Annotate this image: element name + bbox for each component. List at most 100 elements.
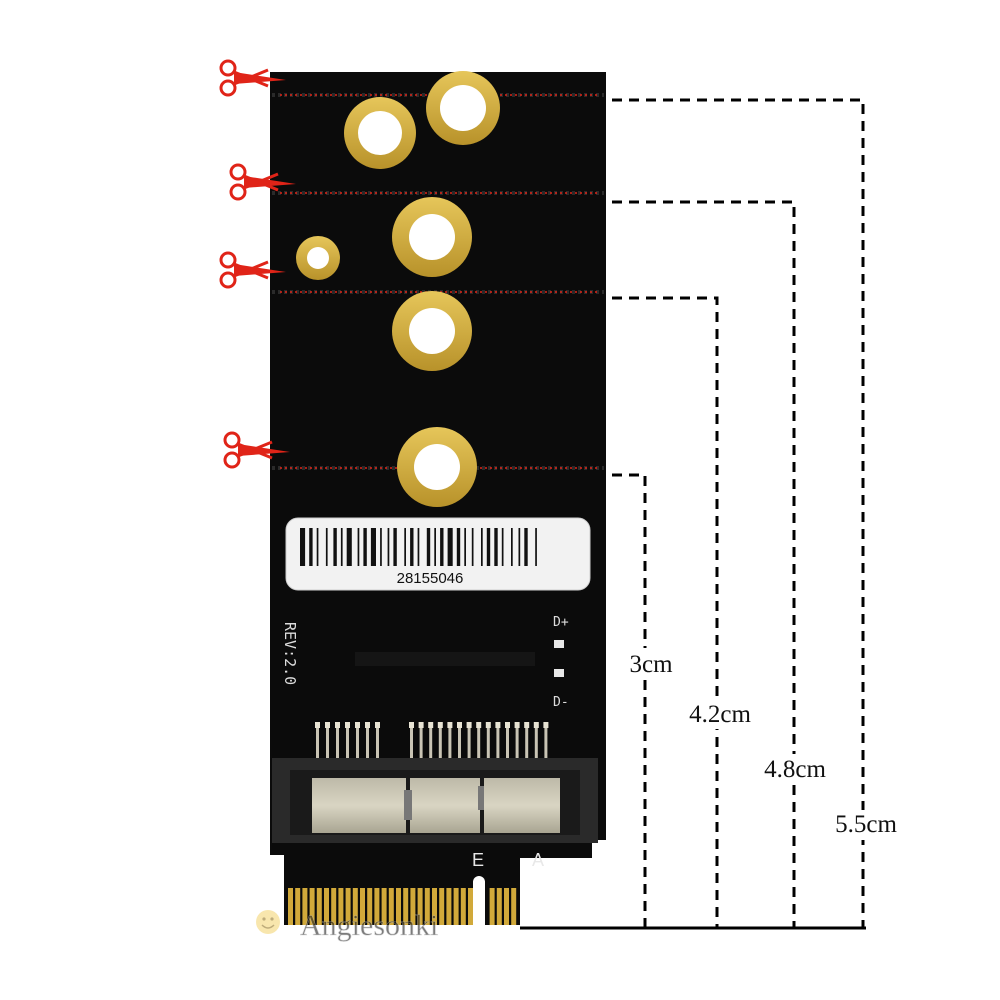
barcode-bar <box>346 528 352 566</box>
connector-pin <box>496 722 500 766</box>
barcode-bar <box>410 528 414 566</box>
barcode-bar <box>387 528 390 566</box>
connector-pin <box>448 722 452 766</box>
barcode-bar <box>535 528 537 566</box>
gold-finger <box>324 888 329 925</box>
connector-pin <box>326 722 329 766</box>
gold-finger <box>331 888 337 925</box>
dimension-labels: 3cm 4.2cm 4.8cm 5.5cm <box>618 648 908 840</box>
barcode-bar <box>363 528 367 566</box>
barcode-bar <box>393 528 397 566</box>
gold-finger <box>352 888 358 925</box>
smiley-icon <box>256 910 280 934</box>
connector-pin <box>336 722 339 766</box>
barcode-bar <box>440 528 444 566</box>
gold-finger <box>432 888 437 925</box>
dimension-label-4-2cm: 4.2cm <box>689 701 751 728</box>
connector-pin <box>438 722 442 766</box>
mounting-holes <box>296 71 500 507</box>
gold-finger <box>345 888 351 925</box>
connector-pin <box>486 722 490 766</box>
barcode-bar <box>333 528 337 566</box>
connector-pin <box>458 722 461 766</box>
barcode-bar <box>404 528 406 566</box>
barcode-bar <box>325 528 328 566</box>
gold-finger <box>453 888 459 925</box>
gold-finger <box>316 888 322 925</box>
key-notch-e <box>473 876 485 925</box>
connector-pin <box>366 722 369 766</box>
connector-pin <box>419 722 423 766</box>
pad-plus-label: D+ <box>553 615 569 630</box>
gold-finger <box>439 888 445 925</box>
barcode-bar <box>501 528 504 566</box>
dimension-line-3cm <box>612 473 647 928</box>
gold-finger <box>360 888 365 925</box>
perforation-lines <box>272 93 604 470</box>
gold-finger <box>367 888 373 925</box>
connector-pin <box>544 722 548 766</box>
barcode-bar <box>481 528 483 566</box>
barcode-bar <box>426 528 431 566</box>
gold-finger <box>374 888 380 925</box>
gold-finger <box>460 888 466 925</box>
gold-finger <box>295 888 301 925</box>
pad-minus-label: D- <box>553 695 569 710</box>
connector-pin <box>356 722 359 766</box>
revision-label: REV:2.0 <box>281 622 299 685</box>
barcode-bar <box>434 528 436 566</box>
connector-pin <box>376 722 379 766</box>
pcb-board: 28155046 REV:2.0 D+ D- E A <box>270 71 606 925</box>
gold-finger <box>309 888 315 925</box>
connector-pins <box>315 722 549 766</box>
barcode-bar <box>316 528 319 566</box>
gold-finger <box>424 888 430 925</box>
key-letter-a: A <box>532 850 544 870</box>
dimension-label-3cm: 3cm <box>629 651 673 678</box>
gold-finger <box>504 888 509 925</box>
gold-finger <box>468 888 473 925</box>
gold-finger <box>381 888 387 925</box>
gold-finger <box>446 888 452 925</box>
watermark: Angiesonki <box>256 909 439 942</box>
gold-finger <box>396 888 401 925</box>
gold-finger <box>302 888 308 925</box>
barcode-bars <box>300 528 537 566</box>
connector-pin <box>525 722 529 766</box>
barcode-bar <box>524 528 528 566</box>
barcode-bar <box>417 528 420 566</box>
connector-pin <box>506 722 509 766</box>
key-notch-a <box>533 876 545 925</box>
barcode-bar <box>300 528 306 566</box>
barcode-bar <box>464 528 466 566</box>
dimension-line-4-2cm <box>612 296 719 928</box>
barcode-bar <box>471 528 474 566</box>
pad-plus <box>554 640 564 648</box>
gold-finger <box>338 888 344 925</box>
dimension-label-4-8cm: 4.8cm <box>764 756 826 783</box>
connector-pin <box>316 722 319 766</box>
barcode-bar <box>456 528 461 566</box>
edge-fingers <box>288 888 517 925</box>
gold-finger <box>496 888 502 925</box>
key-letter-e: E <box>472 850 484 870</box>
gold-finger <box>417 888 423 925</box>
barcode-bar <box>518 528 521 566</box>
watermark-text: Angiesonki <box>300 909 438 942</box>
gold-finger <box>489 888 495 925</box>
barcode-bar <box>309 528 313 566</box>
connector-shield <box>272 758 598 843</box>
barcode-bar <box>486 528 491 566</box>
gold-finger <box>410 888 416 925</box>
barcode-bar <box>380 528 382 566</box>
dimension-line-5-5cm <box>612 98 865 928</box>
connector-pin <box>515 722 519 766</box>
connector-pin <box>429 722 433 766</box>
barcode-bar <box>340 528 343 566</box>
gold-finger <box>288 888 293 925</box>
dimension-line-4-8cm <box>612 200 796 928</box>
barcode-bar <box>370 528 376 566</box>
barcode-bar <box>357 528 360 566</box>
barcode-number: 28155046 <box>397 570 464 587</box>
